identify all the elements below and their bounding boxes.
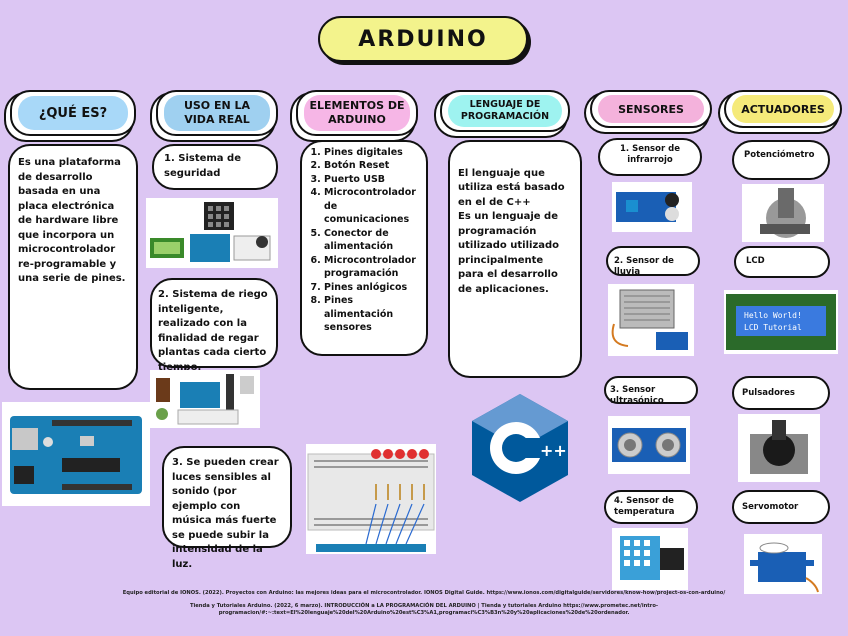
que-es-text: Es una plataforma de desarrollo basada e… <box>18 157 126 284</box>
security-system-image <box>146 198 278 268</box>
header-uso-line2: VIDA REAL <box>184 113 250 126</box>
actuador-item-2-box: LCD <box>734 246 830 278</box>
arduino-board-image <box>2 402 150 506</box>
uso-item-2: 2. Sistema de riego inteligente, realiza… <box>158 289 268 373</box>
header-lenguaje: LENGUAJE DE PROGRAMACIÓN <box>440 90 570 132</box>
header-uso-line1: USO EN LA <box>183 99 251 113</box>
actuador-item-3-box: Pulsadores <box>732 376 830 410</box>
header-actuadores-label: ACTUADORES <box>732 95 834 123</box>
infrared-sensor-image <box>612 182 692 232</box>
elementos-box: Pines digitales Botón Reset Puerto USB M… <box>300 140 428 356</box>
cpp-logo: ++ <box>470 392 570 504</box>
sensor-item-4: 4. Sensor de temperatura <box>614 496 675 518</box>
sensor-item-4-box: 4. Sensor de temperatura <box>604 490 698 524</box>
lenguaje-box: El lenguaje que utiliza está basado en e… <box>448 140 582 378</box>
sensor-item-3-box: 3. Sensor ultrasónico <box>604 376 698 407</box>
actuador-item-1-box: Potenciómetro <box>732 140 830 180</box>
header-uso: USO EN LA VIDA REAL <box>156 90 278 136</box>
elemento-item: Pines alimentación sensores <box>324 294 422 334</box>
header-elementos-line1: ELEMENTOS DE <box>309 99 405 113</box>
credits-line-2: Tienda y Tutoriales Arduino. (2022, 6 ma… <box>189 603 659 617</box>
push-button-image <box>738 414 820 482</box>
cpp-plus-text: ++ <box>540 441 567 460</box>
header-actuadores: ACTUADORES <box>724 90 842 128</box>
que-es-box: Es una plataforma de desarrollo basada e… <box>8 144 138 390</box>
sensor-item-1: 1. Sensor de infrarrojo <box>620 144 680 166</box>
elemento-item: Botón Reset <box>324 159 422 172</box>
elemento-item: Puerto USB <box>324 173 422 186</box>
header-uso-label: USO EN LA VIDA REAL <box>164 95 270 131</box>
lcd-line-2: LCD Tutorial <box>744 323 802 332</box>
header-lenguaje-line2: PROGRAMACIÓN <box>460 111 550 122</box>
actuador-item-4: Servomotor <box>742 502 799 512</box>
sensor-item-3: 3. Sensor ultrasónico <box>610 385 664 407</box>
header-sensores-label: SENSORES <box>598 95 704 123</box>
lcd-image: Hello World! LCD Tutorial <box>724 290 838 354</box>
page-title: ARDUINO <box>318 16 528 62</box>
header-sensores: SENSORES <box>590 90 712 128</box>
elemento-item: Conector de alimentación <box>324 227 422 254</box>
potentiometer-image <box>742 184 824 242</box>
header-elementos: ELEMENTOS DE ARDUINO <box>296 90 418 136</box>
sensor-item-2-box: 2. Sensor de lluvia <box>606 246 700 278</box>
uso-item-1: 1. Sistema de seguridad <box>164 153 241 179</box>
lcd-line-1: Hello World! <box>744 311 802 320</box>
sensor-item-1-box: 1. Sensor de infrarrojo <box>598 138 702 176</box>
actuador-item-1: Potenciómetro <box>744 150 815 160</box>
actuador-item-3: Pulsadores <box>742 388 795 398</box>
elementos-list: Pines digitales Botón Reset Puerto USB M… <box>306 146 422 335</box>
lenguaje-text: El lenguaje que utiliza está basado en e… <box>458 167 565 295</box>
uso-item-3-box: 3. Se pueden crear luces sensibles al so… <box>162 446 292 570</box>
uso-item-3: 3. Se pueden crear luces sensibles al so… <box>172 457 279 570</box>
header-elementos-line2: ARDUINO <box>328 113 386 126</box>
header-elementos-label: ELEMENTOS DE ARDUINO <box>304 95 410 131</box>
credits-line-1: Equipo editorial de IONOS. (2022). Proye… <box>122 590 726 596</box>
irrigation-system-image <box>150 370 260 428</box>
uso-item-2-box: 2. Sistema de riego inteligente, realiza… <box>150 278 278 373</box>
actuador-item-2: LCD <box>746 256 765 266</box>
breadboard-leds-image <box>306 444 436 554</box>
temperature-sensor-image <box>612 528 688 590</box>
rain-sensor-image <box>608 284 694 356</box>
actuador-item-4-box: Servomotor <box>732 490 830 524</box>
elemento-item: Pines digitales <box>324 146 422 159</box>
servomotor-image <box>744 534 822 594</box>
elemento-item: Microcontrolador de comunicaciones <box>324 186 422 226</box>
header-lenguaje-line1: LENGUAJE DE <box>469 98 541 110</box>
elemento-item: Microcontrolador programación <box>324 254 422 281</box>
uso-item-1-box: 1. Sistema de seguridad <box>152 144 278 190</box>
sensor-item-2: 2. Sensor de lluvia <box>614 256 674 278</box>
elemento-item: Pines anlógicos <box>324 281 422 294</box>
header-que-es: ¿QUÉ ES? <box>10 90 136 136</box>
ultrasonic-sensor-image <box>608 416 690 474</box>
header-lenguaje-label: LENGUAJE DE PROGRAMACIÓN <box>448 95 562 127</box>
header-que-es-label: ¿QUÉ ES? <box>18 96 128 130</box>
